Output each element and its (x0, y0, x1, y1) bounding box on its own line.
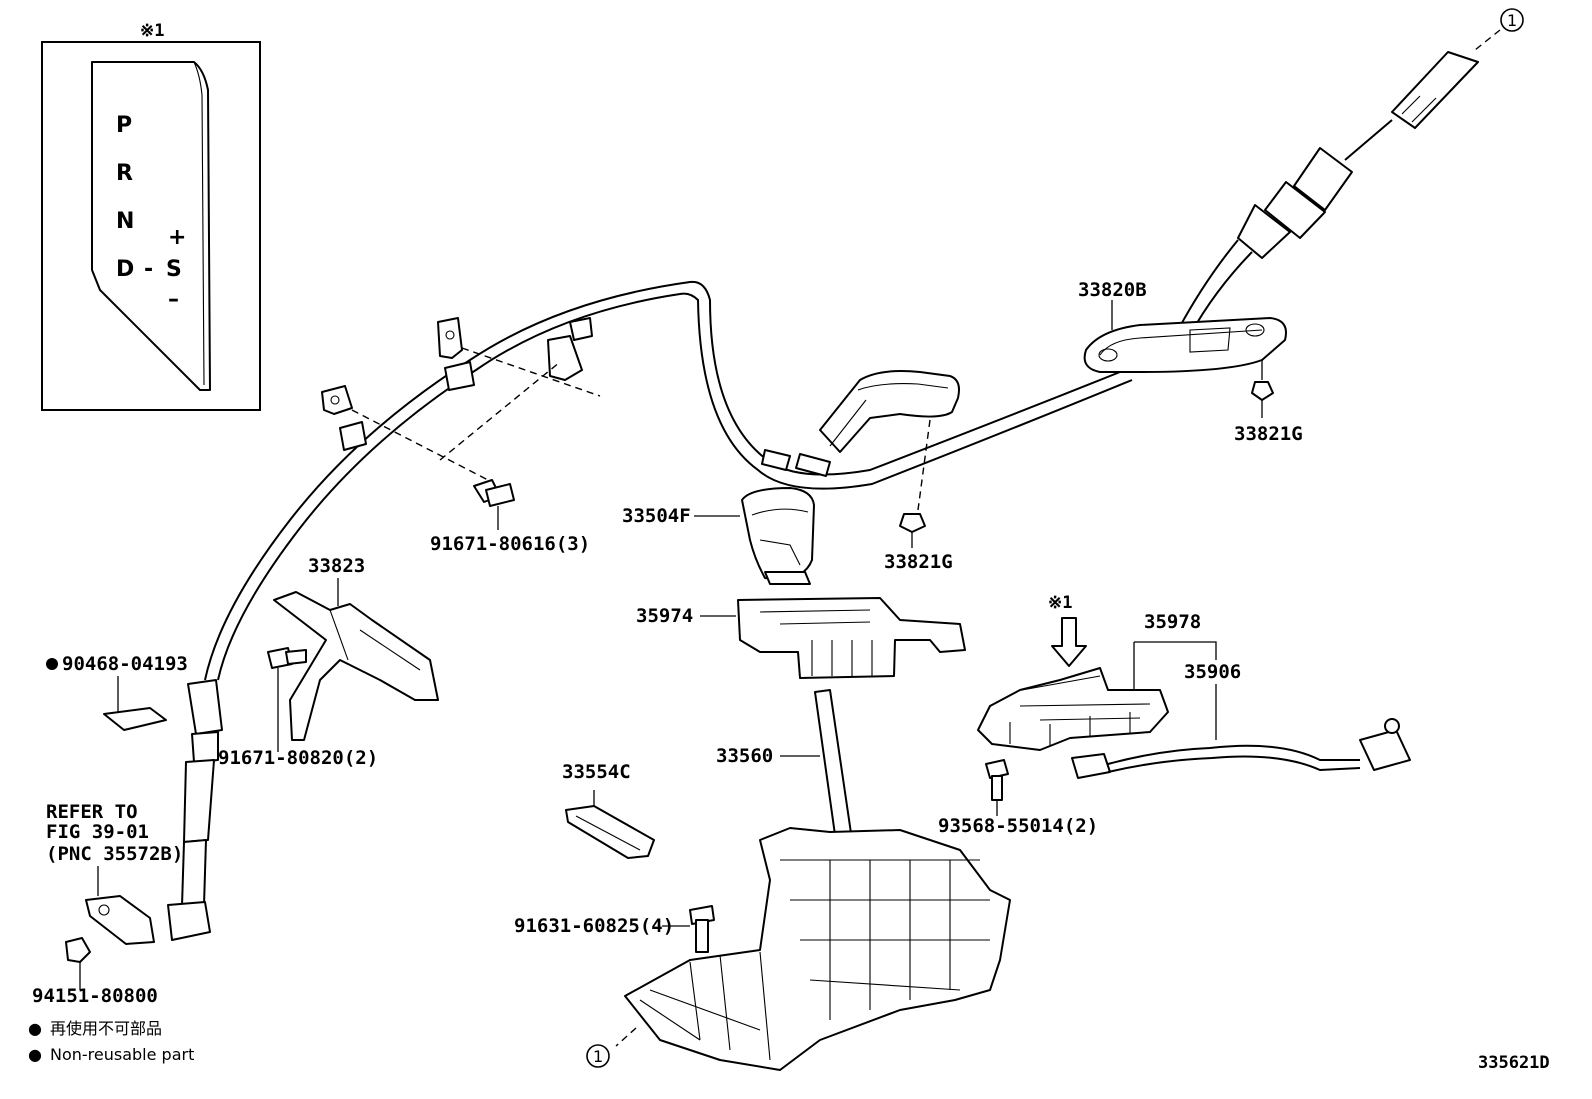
label-35906: 35906 (1184, 661, 1241, 683)
legend-bullet-en: ● (28, 1045, 42, 1064)
part-35906-harness: 35906 (1071, 661, 1411, 779)
part-90468-04193: 90468-04193 (46, 653, 188, 731)
part-35974: 35974 (636, 597, 966, 679)
label-33504F: 33504F (622, 505, 691, 527)
part-94151-80800: 94151-80800 (32, 937, 158, 1007)
label-33823: 33823 (308, 555, 365, 577)
gear-plus: + (168, 225, 186, 250)
gear-minus: – (168, 287, 179, 312)
part-35978-switch: ※1 35978 (977, 593, 1217, 751)
cable-brackets-left (321, 317, 601, 481)
label-91631-60825: 91631-60825(4) (514, 915, 674, 937)
refer-line-2: FIG 39-01 (46, 821, 149, 843)
inset-note-mark: ※1 (140, 21, 164, 41)
label-35974: 35974 (636, 605, 693, 627)
part-33560-shaft: 33560 (716, 689, 853, 843)
connector-ref-top: 1 (1507, 11, 1517, 30)
legend: ● 再使用不可部品 ● Non-reusable part (28, 1019, 194, 1064)
label-90468-04193: 90468-04193 (62, 653, 188, 675)
label-91671-80616: 91671-80616(3) (430, 533, 590, 555)
refer-line-3: (PNC 35572B) (46, 843, 183, 865)
refer-note: REFER TO FIG 39-01 (PNC 35572B) (46, 801, 183, 945)
part-33823: 33823 (273, 555, 439, 741)
part-33820B: 33820B (1078, 279, 1287, 380)
label-33821G-lower: 33821G (884, 551, 953, 573)
refer-line-1: REFER TO (46, 801, 138, 823)
part-91671-80616: 91671-80616(3) (430, 479, 590, 555)
gear-dash: - (144, 257, 153, 282)
label-94151-80800: 94151-80800 (32, 985, 158, 1007)
shift-lever-bracket (819, 370, 960, 511)
gear-d: D (116, 257, 134, 282)
diagram-id: 335621D (1478, 1053, 1550, 1073)
part-33821G-lower: 33821G (884, 513, 953, 573)
part-33821G-upper: 33821G (1234, 381, 1303, 445)
part-33554C: 33554C (562, 761, 655, 859)
legend-text-jp: 再使用不可部品 (50, 1019, 162, 1038)
gear-n: N (116, 209, 134, 234)
gear-r: R (116, 161, 133, 186)
part-91631-60825: 91631-60825(4) (514, 905, 715, 953)
label-33821G-upper: 33821G (1234, 423, 1303, 445)
label-91671-80820: 91671-80820(2) (218, 747, 378, 769)
gear-s: S (166, 257, 182, 282)
shift-control-cable (204, 280, 1133, 681)
legend-bullet-jp: ● (28, 1019, 42, 1038)
cable-end-lower-left (167, 679, 223, 941)
inset-shift-pattern: ※1 P R N D - S + – (41, 21, 261, 411)
arrow-note-mark: ※1 (1048, 593, 1072, 613)
part-93568-55014: 93568-55014(2) (938, 759, 1098, 837)
label-93568-55014: 93568-55014(2) (938, 815, 1098, 837)
label-33560: 33560 (716, 745, 773, 767)
shift-lever-base-assembly: 1 (586, 827, 1011, 1071)
connector-ref-bottom: 1 (593, 1047, 603, 1066)
gear-p: P (116, 113, 132, 138)
part-91671-80820: 91671-80820(2) (218, 647, 378, 769)
label-33554C: 33554C (562, 761, 631, 783)
legend-text-en: Non-reusable part (50, 1045, 194, 1064)
cable-end-upper-right: 1 (1177, 8, 1524, 336)
label-33820B: 33820B (1078, 279, 1147, 301)
part-33504F-knob: 33504F (622, 487, 815, 585)
label-35978: 35978 (1144, 611, 1201, 633)
